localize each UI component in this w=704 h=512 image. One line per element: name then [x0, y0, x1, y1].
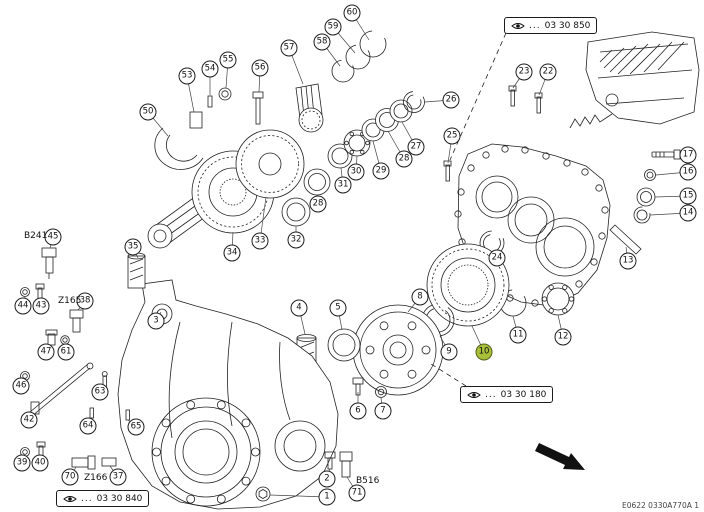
callout-38[interactable]: 38	[76, 292, 94, 310]
callout-25[interactable]: 25	[443, 127, 461, 145]
gear-shaft-assembly-drawing	[147, 30, 425, 249]
callout-8[interactable]: 8	[411, 288, 429, 306]
eye-icon	[467, 391, 481, 398]
callout-43[interactable]: 43	[32, 297, 50, 315]
callout-13[interactable]: 13	[619, 252, 637, 270]
eye-icon	[511, 22, 525, 29]
bottom-parts-drawing	[255, 377, 387, 502]
part-label-Z166: Z166	[84, 473, 108, 483]
callout-32[interactable]: 32	[287, 231, 305, 249]
callout-35[interactable]: 35	[124, 238, 142, 256]
callout-9[interactable]: 9	[440, 343, 458, 361]
callout-14[interactable]: 14	[679, 204, 697, 222]
callout-11[interactable]: 11	[509, 326, 527, 344]
callout-34[interactable]: 34	[223, 244, 241, 262]
callout-63[interactable]: 63	[91, 383, 109, 401]
callout-55[interactable]: 55	[219, 51, 237, 69]
differential-drawing	[352, 304, 444, 396]
reference-link-03-30-180[interactable]: ...03 30 180	[460, 386, 554, 403]
pump-unit-drawing	[569, 31, 700, 129]
callout-70[interactable]: 70	[61, 468, 79, 486]
callout-58[interactable]: 58	[313, 33, 331, 51]
figure-code: E0622 0330A770A 1	[621, 501, 699, 510]
callout-30[interactable]: 30	[347, 163, 365, 181]
callout-7[interactable]: 7	[374, 402, 392, 420]
reference-ellipsis: ...	[485, 389, 497, 400]
callout-6[interactable]: 6	[349, 402, 367, 420]
callout-60[interactable]: 60	[343, 4, 361, 22]
callout-53[interactable]: 53	[178, 67, 196, 85]
callout-46[interactable]: 46	[12, 377, 30, 395]
housing-drawing	[117, 279, 339, 510]
callout-10[interactable]: 10	[475, 343, 493, 361]
callout-37[interactable]: 37	[109, 468, 127, 486]
callout-1[interactable]: 1	[318, 488, 336, 506]
eye-icon	[63, 495, 77, 502]
callout-33[interactable]: 33	[251, 232, 269, 250]
callout-40[interactable]: 40	[31, 454, 49, 472]
callout-22[interactable]: 22	[539, 63, 557, 81]
callout-4[interactable]: 4	[290, 299, 308, 317]
callout-44[interactable]: 44	[14, 297, 32, 315]
reference-link-03-30-850[interactable]: ...03 30 850	[504, 17, 598, 34]
callout-12[interactable]: 12	[554, 328, 572, 346]
callout-5[interactable]: 5	[329, 299, 347, 317]
reference-link-03-30-840[interactable]: ...03 30 840	[56, 490, 150, 507]
callout-28[interactable]: 28	[309, 195, 327, 213]
reference-code: 03 30 840	[96, 493, 143, 504]
callout-27[interactable]: 27	[407, 138, 425, 156]
callout-2[interactable]: 2	[318, 470, 336, 488]
callout-23[interactable]: 23	[515, 63, 533, 81]
callout-65[interactable]: 65	[127, 418, 145, 436]
callout-3[interactable]: 3	[147, 312, 165, 330]
callout-61[interactable]: 61	[57, 343, 75, 361]
part-label-B241: B241	[24, 231, 48, 241]
callout-42[interactable]: 42	[20, 411, 38, 429]
callout-54[interactable]: 54	[201, 60, 219, 78]
callout-24[interactable]: 24	[488, 249, 506, 267]
ring-gear-drawing	[426, 243, 510, 327]
callout-39[interactable]: 39	[13, 454, 31, 472]
callout-17[interactable]: 17	[679, 146, 697, 164]
part-label-B516: B516	[356, 476, 380, 486]
callout-64[interactable]: 64	[79, 417, 97, 435]
callout-16[interactable]: 16	[679, 163, 697, 181]
callout-15[interactable]: 15	[679, 187, 697, 205]
callout-26[interactable]: 26	[442, 91, 460, 109]
callout-31[interactable]: 31	[334, 176, 352, 194]
reference-code: 03 30 850	[544, 20, 591, 31]
callout-47[interactable]: 47	[37, 343, 55, 361]
callout-29[interactable]: 29	[372, 162, 390, 180]
callout-50[interactable]: 50	[139, 103, 157, 121]
callout-28[interactable]: 28	[395, 150, 413, 168]
bearing-12-drawing	[541, 282, 575, 316]
callout-71[interactable]: 71	[348, 484, 366, 502]
part-label-Z165: Z165	[58, 296, 82, 306]
callout-57[interactable]: 57	[280, 39, 298, 57]
direction-arrow	[535, 443, 585, 470]
reference-ellipsis: ...	[529, 20, 541, 31]
reference-ellipsis: ...	[81, 493, 93, 504]
callout-56[interactable]: 56	[251, 59, 269, 77]
reference-code: 03 30 180	[500, 389, 547, 400]
callout-45[interactable]: 45	[44, 228, 62, 246]
callout-59[interactable]: 59	[324, 18, 342, 36]
